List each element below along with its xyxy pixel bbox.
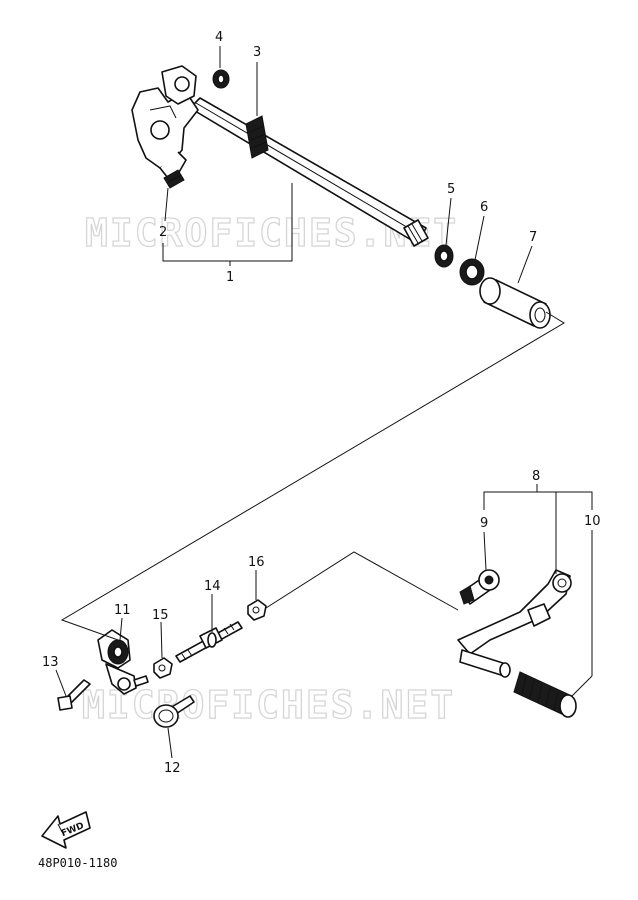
part-10-pedal-rubber: [513, 671, 577, 718]
part-5-circlip: [434, 244, 454, 268]
callout-7: 7: [529, 230, 537, 245]
callout-1: 1: [226, 270, 234, 285]
part-16-nut: [247, 599, 267, 621]
part-13-bolt: [57, 679, 91, 711]
callout-15: 15: [152, 608, 169, 623]
callout-14: 14: [204, 579, 221, 594]
callout-5: 5: [447, 182, 455, 197]
callout-10: 10: [584, 514, 601, 529]
part-3-return-spring: [245, 115, 269, 159]
callout-2: 2: [159, 225, 167, 240]
shift-shaft-assembly: [131, 65, 429, 247]
callout-4: 4: [215, 30, 223, 45]
part-4-nut: [212, 69, 230, 89]
callout-3: 3: [253, 45, 261, 60]
part-9-joint: [459, 569, 500, 605]
callout-12: 12: [164, 761, 181, 776]
part-14-tie-rod: [175, 621, 243, 663]
part-12-bolt: [153, 695, 195, 728]
part-7-collar: [479, 277, 551, 329]
part-15-nut: [153, 657, 173, 679]
callout-6: 6: [480, 200, 488, 215]
callout-9: 9: [480, 516, 488, 531]
part-11-rod-end: [97, 629, 149, 695]
forward-arrow-icon: FWD: [41, 811, 91, 849]
callout-8: 8: [532, 469, 540, 484]
callout-16: 16: [248, 555, 265, 570]
part-6-washer: [459, 258, 485, 286]
callout-11: 11: [114, 603, 131, 618]
part-2-spring: [163, 169, 185, 189]
part-8-shift-pedal: [457, 569, 572, 678]
leader-lines: [55, 46, 593, 759]
diagram-code: 48P010-1180: [38, 856, 117, 870]
watermark-bottom: MICROFICHES.NET: [82, 683, 455, 727]
callout-13: 13: [42, 655, 59, 670]
